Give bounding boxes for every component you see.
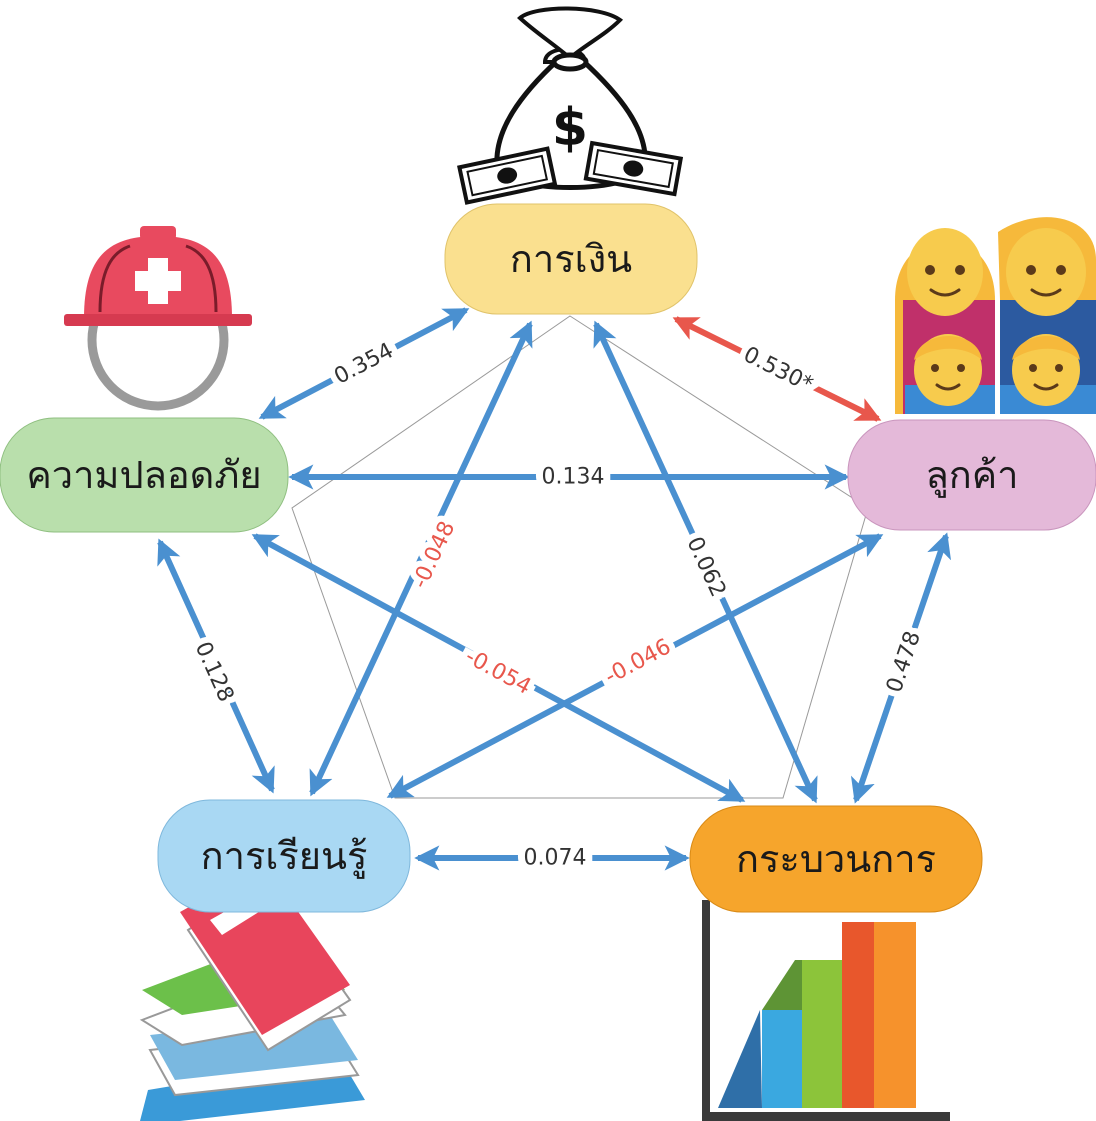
node-finance-label: การเงิน	[510, 237, 632, 281]
edge-label-learning-process: 0.074	[524, 846, 587, 871]
edge-label-safety-process: -0.054	[461, 644, 535, 700]
family-icon	[895, 217, 1096, 414]
bar-chart-icon	[702, 900, 950, 1121]
edge-labels: 0.530* 0.354 0.134 -0.048 0.062 0.128 0.…	[184, 332, 932, 877]
node-learning-label: การเรียนรู้	[201, 834, 368, 879]
edge-label-finance-customer: 0.530*	[739, 342, 816, 397]
node-process-label: กระบวนการ	[736, 837, 936, 881]
edge-label-customer-process: 0.478	[882, 628, 926, 696]
edge-customer-learning	[386, 533, 884, 799]
node-safety-label: ความปลอดภัย	[26, 453, 261, 497]
node-learning[interactable]: การเรียนรู้	[157, 799, 411, 913]
node-finance[interactable]: การเงิน	[444, 203, 698, 315]
rescue-helmet-icon	[64, 226, 252, 411]
node-customer[interactable]: ลูกค้า	[847, 419, 1096, 531]
node-process[interactable]: กระบวนการ	[689, 805, 983, 913]
node-safety[interactable]: ความปลอดภัย	[0, 417, 289, 533]
edge-label-safety-customer: 0.134	[542, 465, 605, 490]
edge-label-finance-learning: -0.048	[408, 518, 461, 593]
svg-text:$: $	[552, 98, 588, 158]
edge-label-safety-learning: 0.128	[190, 638, 239, 706]
node-customer-label: ลูกค้า	[925, 453, 1018, 498]
edge-lines	[157, 307, 952, 871]
edge-label-finance-process: 0.062	[681, 533, 730, 601]
money-bag-icon: $	[457, 6, 684, 205]
edge-label-finance-safety: 0.354	[330, 338, 397, 389]
edge-label-customer-learning: -0.046	[601, 634, 675, 689]
